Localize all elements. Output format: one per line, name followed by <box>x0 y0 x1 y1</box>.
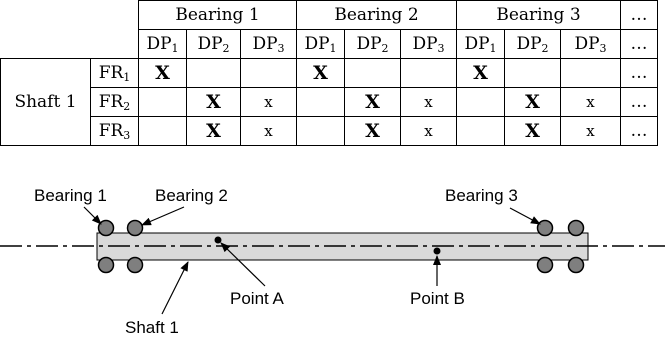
point-a-marker <box>214 236 222 244</box>
ellipsis-cell: … <box>620 116 658 146</box>
bearing-3-label: Bearing 3 <box>445 186 518 205</box>
bearing-header: Bearing 2 <box>296 0 457 30</box>
matrix-cell <box>560 58 621 88</box>
point-b-label: Point B <box>410 289 465 308</box>
point-a-label: Point A <box>230 289 285 308</box>
shaft-arrow <box>161 261 189 315</box>
ellipsis-cell: … <box>620 58 658 88</box>
bearing-header-row: Bearing 1 Bearing 2 Bearing 3 … <box>1 0 658 30</box>
design-structure-matrix: Bearing 1 Bearing 2 Bearing 3 … DP1 DP2 … <box>0 0 658 146</box>
ellipsis-cell: … <box>620 0 658 30</box>
matrix-cell: X <box>138 58 187 88</box>
matrix-cell <box>240 58 297 88</box>
bearing-3-arrow <box>509 207 541 225</box>
matrix-cell: X <box>186 116 241 146</box>
point-b-marker <box>433 247 441 255</box>
dp-header: DP2 <box>186 29 241 59</box>
matrix-cell <box>296 87 345 117</box>
fr-label: FR2 <box>90 87 139 117</box>
dp-header: DP2 <box>344 29 401 59</box>
matrix-cell: x <box>240 116 297 146</box>
bearing-header: Bearing 1 <box>138 0 297 30</box>
dp-header: DP3 <box>400 29 457 59</box>
bearing-2-icon <box>126 219 144 274</box>
ellipsis-cell: … <box>620 29 658 59</box>
fr-label: FR1 <box>90 58 139 88</box>
matrix-cell: x <box>400 116 457 146</box>
dp-header: DP1 <box>296 29 345 59</box>
shaft-label: Shaft 1 <box>125 318 179 337</box>
bearing-2-label: Bearing 2 <box>155 186 228 205</box>
matrix-cell: x <box>400 87 457 117</box>
dp-header: DP1 <box>456 29 505 59</box>
fr-label: FR3 <box>90 116 139 146</box>
fr-row: FR2 X x X x X x … <box>1 87 658 117</box>
bearing-1-icon <box>97 219 115 274</box>
matrix-cell: X <box>344 116 401 146</box>
fr-row: FR3 X x X x X x … <box>1 116 658 146</box>
matrix-cell: X <box>296 58 345 88</box>
point-a-arrow <box>220 242 266 287</box>
matrix-cell <box>504 58 561 88</box>
dp-header: DP3 <box>560 29 621 59</box>
dp-header: DP2 <box>504 29 561 59</box>
bearing-3-icon <box>536 219 585 274</box>
dp-header: DP3 <box>240 29 297 59</box>
bearing-1-arrow <box>83 206 102 225</box>
matrix-cell <box>344 58 401 88</box>
ellipsis-cell: … <box>620 87 658 117</box>
bearing-1-label: Bearing 1 <box>34 186 107 205</box>
dp-header-row: DP1 DP2 DP3 DP1 DP2 DP3 DP1 DP2 DP3 … <box>1 29 658 59</box>
matrix-cell <box>400 58 457 88</box>
bearing-2-arrow <box>141 206 185 226</box>
matrix-cell: x <box>240 87 297 117</box>
fr-row: Shaft 1 FR1 X X X … <box>0 58 658 146</box>
